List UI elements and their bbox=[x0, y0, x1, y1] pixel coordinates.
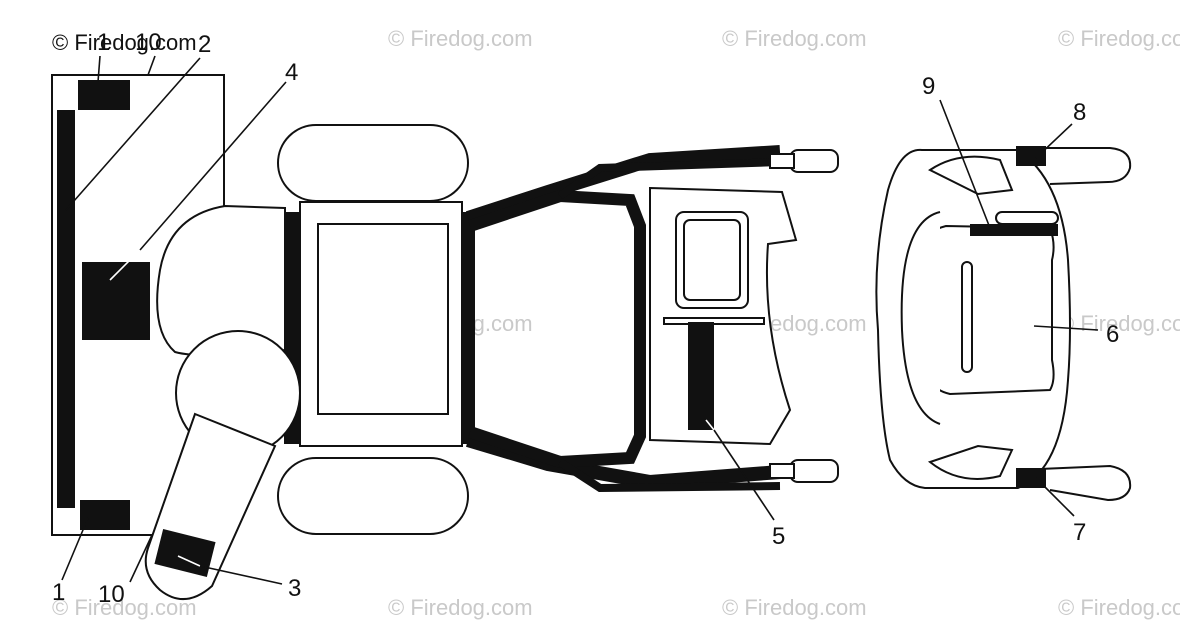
callout-9: 9 bbox=[922, 73, 935, 100]
decal-3 bbox=[154, 529, 216, 577]
leader-2 bbox=[65, 57, 201, 211]
watermark-mid-edge: © Firedog.com bbox=[1058, 311, 1180, 336]
caster-wheel-bottom bbox=[789, 459, 839, 483]
watermark-bottom-edge: © Firedog.com bbox=[1058, 595, 1180, 620]
caster-arm-top bbox=[769, 153, 795, 169]
decal-7 bbox=[1016, 468, 1046, 488]
mirror-bottom bbox=[927, 444, 1014, 480]
callout-2: 2 bbox=[198, 31, 211, 58]
callout-3: 3 bbox=[288, 575, 301, 602]
seat-panel bbox=[317, 223, 449, 415]
callout-4: 4 bbox=[285, 59, 298, 86]
long-vertical-decal bbox=[57, 110, 75, 508]
caster-arm-bottom bbox=[769, 463, 795, 479]
leader-4-white bbox=[109, 249, 141, 281]
chassis-rail-top bbox=[465, 145, 781, 225]
watermark-bottom-left: © Firedog.com bbox=[52, 595, 197, 620]
rear-wheel-top bbox=[277, 124, 469, 202]
hood-curve-left bbox=[900, 211, 941, 425]
chassis-rail-top-inner bbox=[557, 158, 781, 200]
decal-8 bbox=[1016, 146, 1046, 166]
chassis-frame-inner bbox=[468, 189, 646, 469]
caster-wheel-top bbox=[789, 149, 839, 173]
callout-7: 7 bbox=[1073, 519, 1086, 546]
leader-lines bbox=[61, 55, 1099, 585]
leader-10-top bbox=[147, 55, 156, 76]
leader-7 bbox=[1035, 477, 1075, 517]
leader-9 bbox=[939, 99, 991, 229]
watermark-top-center: © Firedog.com bbox=[388, 26, 533, 51]
callout-10-top: 10 bbox=[135, 29, 162, 56]
decal-5 bbox=[688, 322, 714, 430]
handle-bar bbox=[995, 211, 1059, 225]
leader-3-white bbox=[177, 555, 201, 567]
rear-wheel-bottom bbox=[277, 457, 469, 535]
console-gauge-inner bbox=[683, 219, 741, 301]
watermark-top-left-overlap: © Firedog.com bbox=[52, 30, 197, 55]
watermark-bottom-center: © Firedog.com bbox=[388, 595, 533, 620]
leader-1-bottom bbox=[61, 517, 89, 581]
leader-10-bottom bbox=[129, 534, 153, 583]
callout-5: 5 bbox=[772, 523, 785, 550]
chassis-rail-bottom-inner bbox=[557, 458, 781, 493]
callout-1-top: 1 bbox=[97, 29, 110, 56]
center-mower-view bbox=[144, 124, 839, 600]
watermark-top-edge: © Firedog.com bbox=[1058, 26, 1180, 51]
callout-numbers: © Firedog.com 1 10 2 4 1 10 3 5 6 7 8 9 bbox=[52, 29, 1119, 608]
leader-4 bbox=[139, 81, 287, 251]
callout-8: 8 bbox=[1073, 99, 1086, 126]
decal-1-bottom bbox=[80, 500, 130, 530]
leader-6 bbox=[1033, 325, 1099, 331]
callout-1-bottom: 1 bbox=[52, 579, 65, 606]
decal-9 bbox=[970, 224, 1058, 236]
leader-5-white bbox=[705, 419, 715, 431]
watermark-bottom-right: © Firedog.com bbox=[722, 595, 867, 620]
chassis-rail-bottom bbox=[465, 433, 781, 490]
leader-8 bbox=[1035, 123, 1073, 159]
mirror-top bbox=[928, 155, 1014, 196]
leader-3 bbox=[199, 565, 283, 585]
leader-5 bbox=[713, 429, 775, 521]
leader-1-top bbox=[97, 55, 101, 83]
callout-6: 6 bbox=[1106, 321, 1119, 348]
frame-bar-right bbox=[461, 212, 475, 444]
front-hood bbox=[924, 224, 1055, 396]
watermark-top-right: © Firedog.com bbox=[722, 26, 867, 51]
right-front-view bbox=[875, 146, 1132, 502]
callout-10-bottom: 10 bbox=[98, 581, 125, 608]
decal-1-top bbox=[78, 80, 130, 110]
hood-slot bbox=[961, 261, 973, 373]
